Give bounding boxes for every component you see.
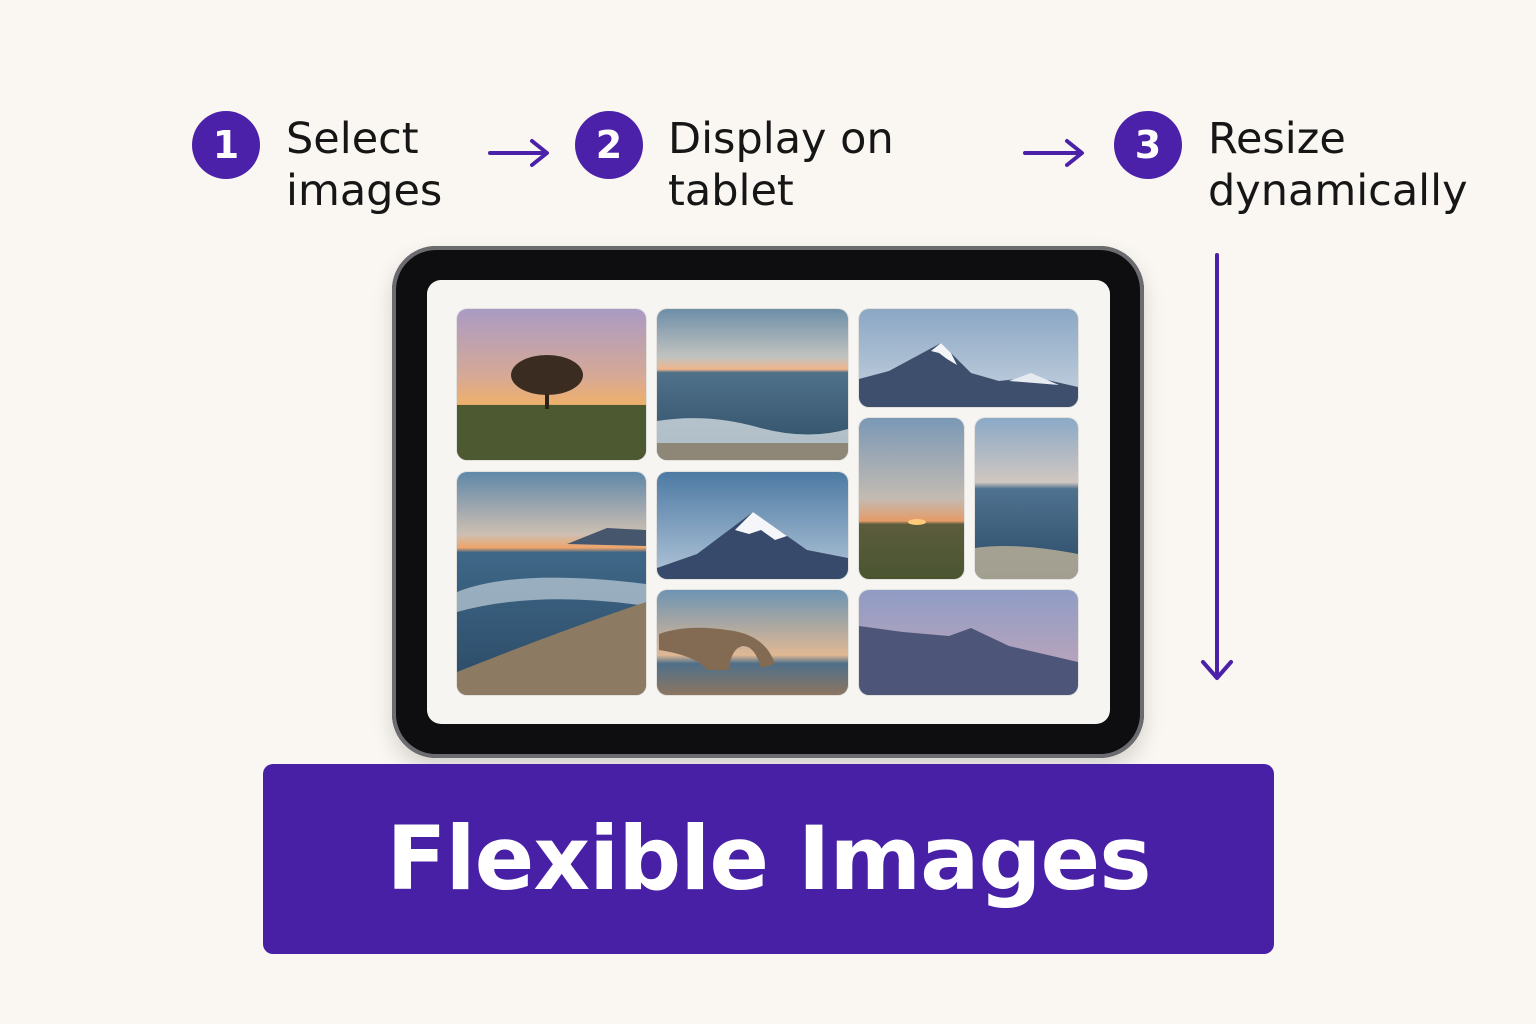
- step-2-label-line2: tablet: [668, 166, 794, 216]
- step-2-badge: 2: [575, 111, 643, 179]
- step-3-badge: 3: [1114, 111, 1182, 179]
- gallery-photo-sea-arch[interactable]: [657, 590, 848, 695]
- gallery-photo-calm-sea[interactable]: [975, 418, 1078, 579]
- gallery-photo-purple-ridge[interactable]: [859, 590, 1078, 695]
- step-3-label-line2: dynamically: [1208, 166, 1468, 216]
- gallery-photo-snow-mountain[interactable]: [657, 472, 848, 579]
- mountain-image-icon: [657, 472, 848, 579]
- sea-image-icon: [975, 418, 1078, 579]
- beach-image-icon: [457, 472, 646, 695]
- gallery-photo-mountain-peak[interactable]: [859, 309, 1078, 407]
- gallery-photo-meadow-sunset[interactable]: [859, 418, 964, 579]
- step-1-label-line2: images: [286, 166, 443, 216]
- tree-image-icon: [457, 309, 646, 460]
- arrow-right-icon: [1023, 139, 1084, 167]
- mountain-image-icon: [859, 309, 1078, 407]
- ocean-image-icon: [657, 309, 848, 460]
- gallery-photo-tree[interactable]: [457, 309, 646, 460]
- gallery-photo-ocean-horizon[interactable]: [657, 309, 848, 460]
- step-3-label-line1: Resize: [1208, 114, 1346, 164]
- step-1-badge: 1: [192, 111, 260, 179]
- step-1-label: Select images: [286, 113, 442, 217]
- ridge-image-icon: [859, 590, 1078, 695]
- gallery-photo-beach-waves[interactable]: [457, 472, 646, 695]
- step-2-label: Display on tablet: [668, 113, 894, 217]
- arch-image-icon: [657, 590, 848, 695]
- step-2-label-line1: Display on: [668, 114, 894, 164]
- sunset-image-icon: [859, 418, 964, 579]
- step-1-label-line1: Select: [286, 114, 419, 164]
- arrow-down-icon: [1201, 253, 1233, 680]
- arrow-right-icon: [488, 139, 549, 167]
- banner-title: Flexible Images: [386, 807, 1151, 910]
- title-banner: Flexible Images: [263, 764, 1274, 954]
- step-3-label: Resize dynamically: [1208, 113, 1468, 217]
